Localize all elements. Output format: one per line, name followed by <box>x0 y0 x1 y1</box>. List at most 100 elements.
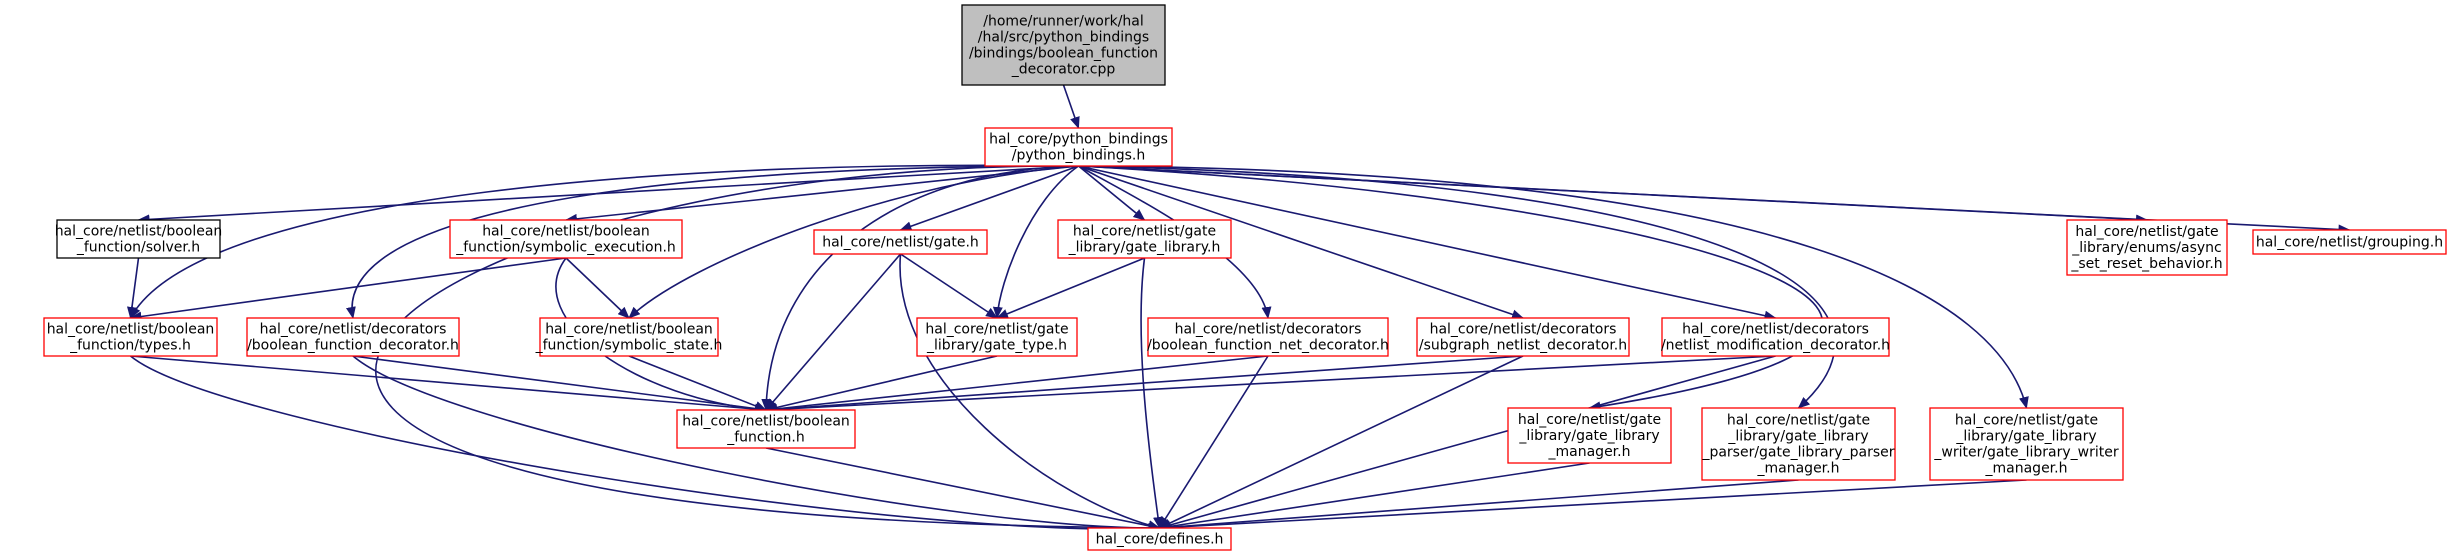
node-netlist_mod_decorator[interactable]: hal_core/netlist/decorators/netlist_modi… <box>1661 317 1890 357</box>
node-gate_type-box <box>916 317 1078 357</box>
node-solver-box <box>56 219 221 259</box>
node-bf_decorator-box <box>246 317 460 357</box>
node-gl_writer_manager-label-line: hal_core/netlist/gate <box>1955 413 2098 429</box>
node-boolean_function[interactable]: hal_core/netlist/boolean_function.h <box>676 409 856 449</box>
node-types[interactable]: hal_core/netlist/boolean_function/types.… <box>43 317 218 357</box>
edge-boolean_function-to-defines <box>765 447 1161 531</box>
edge-gate_library-to-defines <box>1140 257 1163 529</box>
node-gl_parser_manager-label-line: _library/gate_library <box>1727 429 1868 445</box>
node-gl_writer_manager-label-line: _writer/gate_library_writer <box>1933 445 2118 461</box>
node-bf_net_decorator-label-line: /boolean_function_net_decorator.h <box>1147 338 1389 354</box>
node-bf_net_decorator-box <box>1147 317 1389 357</box>
node-symbolic_state[interactable]: hal_core/netlist/boolean_function/symbol… <box>535 317 723 357</box>
node-python_bindings-box <box>984 127 1173 167</box>
edge-root-to-python_bindings <box>1062 84 1080 129</box>
node-subgraph_decorator-label-line: /subgraph_netlist_decorator.h <box>1419 338 1627 354</box>
edge-bf_net_decorator-to-boolean_function <box>765 355 1269 414</box>
node-solver[interactable]: hal_core/netlist/boolean_function/solver… <box>55 219 223 259</box>
edge-python_bindings-to-gl_writer_manager <box>1078 165 2029 409</box>
node-symbolic_state-box <box>539 317 719 357</box>
node-bf_decorator[interactable]: hal_core/netlist/decorators/boolean_func… <box>246 317 460 357</box>
node-gl_parser_manager[interactable]: hal_core/netlist/gate_library/gate_libra… <box>1701 407 1896 481</box>
node-netlist_mod_decorator-label-line: /netlist_modification_decorator.h <box>1661 338 1890 354</box>
edge-gate-to-boolean_function <box>765 253 902 411</box>
node-gate_type[interactable]: hal_core/netlist/gate_library/gate_type.… <box>916 317 1078 357</box>
node-symbolic_execution[interactable]: hal_core/netlist/boolean_function/symbol… <box>449 219 683 259</box>
node-gate-label-line: hal_core/netlist/gate.h <box>822 235 979 251</box>
node-python_bindings-label-line: /python_bindings.h <box>1012 148 1146 164</box>
edge-netlist_mod_decorator-to-defines <box>1158 355 1776 530</box>
node-async-label-line: _set_reset_behavior.h <box>2070 256 2222 272</box>
node-symbolic_execution-label-line: hal_core/netlist/boolean <box>482 224 650 240</box>
edge-gl_writer_manager-to-defines <box>1158 479 2027 533</box>
edge-gl_manager-to-defines <box>1158 462 1590 532</box>
node-gl_manager-box <box>1507 407 1672 464</box>
node-grouping-box <box>2252 229 2447 255</box>
node-grouping-label-line: hal_core/netlist/grouping.h <box>2256 235 2443 251</box>
node-defines-label-line: hal_core/defines.h <box>1096 532 1224 548</box>
file-nodes: /home/runner/work/hal/hal/src/python_bin… <box>43 4 2447 551</box>
node-netlist_mod_decorator-label-line: hal_core/netlist/decorators <box>1682 322 1869 338</box>
node-gate_library[interactable]: hal_core/netlist/gate_library/gate_libra… <box>1057 219 1232 259</box>
node-gl_parser_manager-label-line: _parser/gate_library_parser <box>1701 445 1894 461</box>
node-gate_library-label-line: hal_core/netlist/gate <box>1073 224 1216 240</box>
edge-gate_library-to-gate_type <box>996 257 1145 319</box>
edge-netlist_mod_decorator-to-boolean_function <box>765 355 1776 415</box>
node-types-label-line: hal_core/netlist/boolean <box>47 322 215 338</box>
node-root-box <box>961 4 1166 86</box>
edge-symbolic_execution-to-types <box>129 257 567 322</box>
node-root-label-line: /bindings/boolean_function <box>969 46 1158 62</box>
node-gl_writer_manager-box <box>1929 407 2124 481</box>
node-gl_manager[interactable]: hal_core/netlist/gate_library/gate_libra… <box>1507 407 1672 464</box>
node-types-label-line: _function/types.h <box>69 338 191 354</box>
node-symbolic_state-label-line: hal_core/netlist/boolean <box>545 322 713 338</box>
node-subgraph_decorator-label-line: hal_core/netlist/decorators <box>1430 322 1617 338</box>
edge-solver-to-types <box>126 257 140 319</box>
edge-bf_decorator-to-boolean_function <box>352 355 767 414</box>
edge-gate-to-defines <box>899 253 1161 531</box>
node-gl_manager-label-line: _library/gate_library <box>1518 428 1659 444</box>
node-gate[interactable]: hal_core/netlist/gate.h <box>813 229 988 255</box>
edge-python_bindings-to-symbolic_state <box>628 165 1079 319</box>
node-gate-box <box>813 229 988 255</box>
node-async-label-line: hal_core/netlist/gate <box>2075 224 2218 240</box>
edge-python_bindings-to-gl_manager <box>1078 165 1824 412</box>
edge-python_bindings-to-types <box>129 164 1079 319</box>
node-defines[interactable]: hal_core/defines.h <box>1087 527 1232 551</box>
node-types-box <box>43 317 218 357</box>
edge-python_bindings-to-gate_type <box>992 165 1079 319</box>
edge-python_bindings-to-grouping <box>1078 165 2351 235</box>
node-gl_parser_manager-box <box>1701 407 1896 481</box>
edge-subgraph_decorator-to-boolean_function <box>765 355 1524 415</box>
edge-python_bindings-to-subgraph_decorator <box>1078 165 1524 320</box>
node-gl_manager-label-line: hal_core/netlist/gate <box>1518 412 1661 428</box>
dependency-edges <box>126 84 2351 534</box>
node-python_bindings[interactable]: hal_core/python_bindings/python_bindings… <box>984 127 1173 167</box>
node-gl_writer_manager-label-line: _manager.h <box>1985 461 2068 477</box>
node-solver-label-line: _function/solver.h <box>76 240 200 256</box>
node-async-box <box>2066 219 2228 276</box>
node-gate_library-box <box>1057 219 1232 259</box>
node-async-label-line: _library/enums/async <box>2071 240 2222 256</box>
node-gate_type-label-line: hal_core/netlist/gate <box>925 322 1068 338</box>
node-gate_type-label-line: _library/gate_type.h <box>926 338 1067 354</box>
node-subgraph_decorator[interactable]: hal_core/netlist/decorators/subgraph_net… <box>1416 317 1630 357</box>
edge-subgraph_decorator-to-defines <box>1158 355 1524 529</box>
edge-bf_decorator-to-defines <box>352 355 1161 534</box>
node-gl_manager-label-line: _manager.h <box>1548 444 1631 460</box>
node-bf_decorator-label-line: hal_core/netlist/decorators <box>260 322 447 338</box>
edge-python_bindings-to-solver <box>137 165 1079 225</box>
edge-gate-to-gate_type <box>900 253 998 319</box>
node-gl_writer_manager[interactable]: hal_core/netlist/gate_library/gate_libra… <box>1929 407 2124 481</box>
edge-types-to-boolean_function <box>130 355 767 415</box>
node-async[interactable]: hal_core/netlist/gate_library/enums/asyn… <box>2066 219 2228 276</box>
node-grouping[interactable]: hal_core/netlist/grouping.h <box>2252 229 2447 255</box>
node-gate_library-label-line: _library/gate_library.h <box>1068 240 1221 256</box>
edge-python_bindings-to-bf_decorator <box>346 165 1079 319</box>
edge-symbolic_state-to-boolean_function <box>628 355 767 411</box>
node-bf_net_decorator[interactable]: hal_core/netlist/decorators/boolean_func… <box>1147 317 1389 357</box>
node-gl_writer_manager-label-line: _library/gate_library <box>1955 429 2096 445</box>
node-root-label-line: _decorator.cpp <box>1011 62 1116 78</box>
node-root-label-line: /hal/src/python_bindings <box>978 30 1149 46</box>
